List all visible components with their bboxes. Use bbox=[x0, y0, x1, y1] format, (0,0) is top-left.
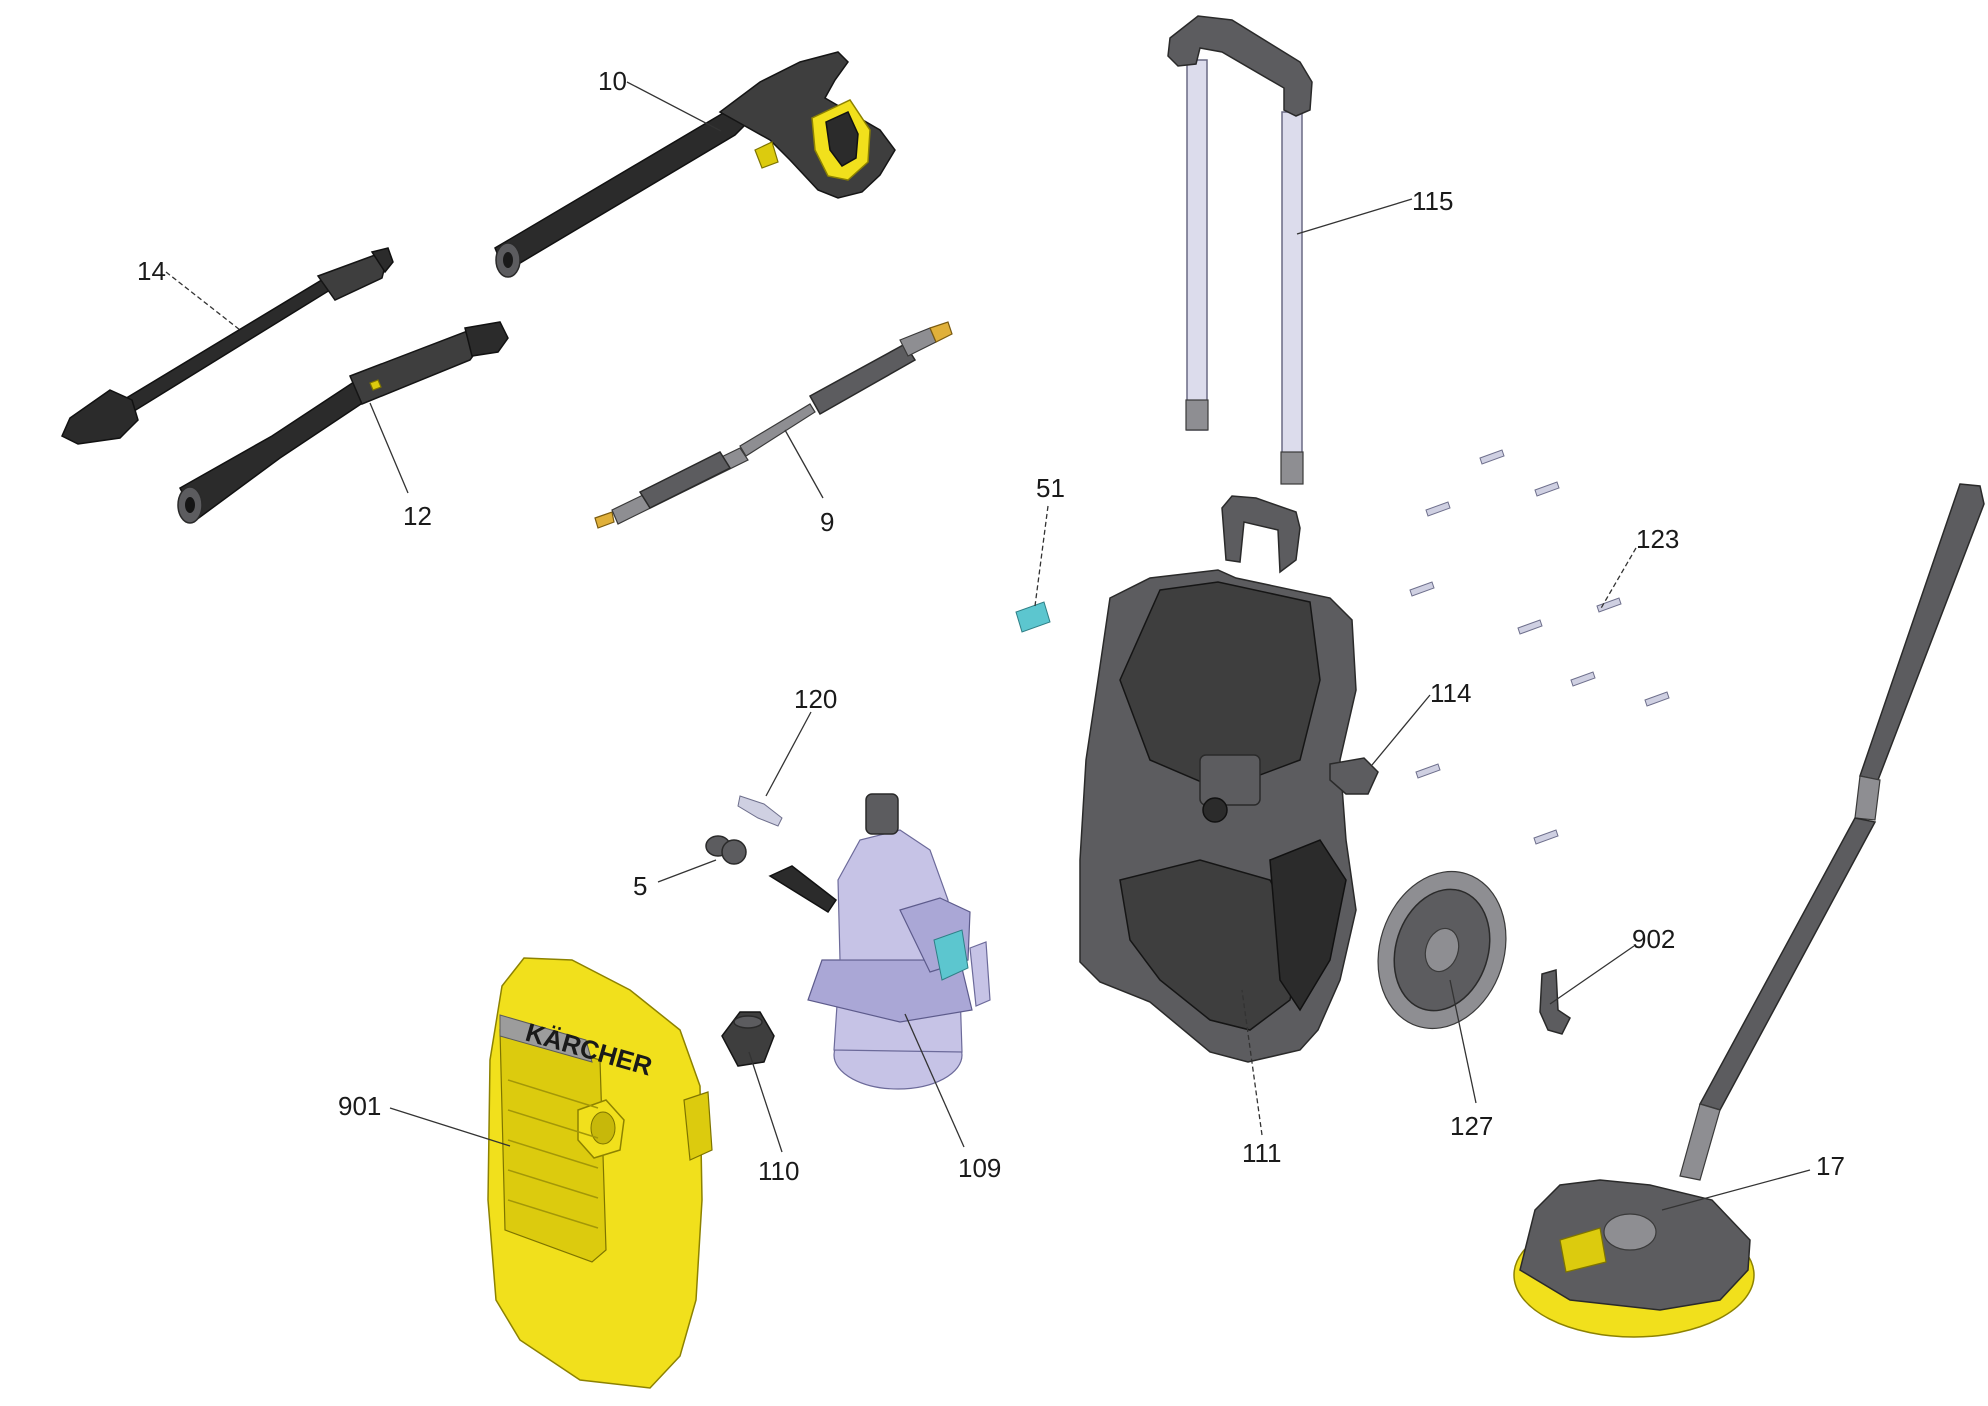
part-fitting bbox=[705, 835, 747, 865]
part-small-cover bbox=[1329, 757, 1379, 795]
callout-902: 902 bbox=[1632, 924, 1675, 954]
part-rotary-nozzle-lance bbox=[61, 247, 394, 445]
callout-labels: 10 14 12 9 115 51 123 120 114 5 902 901 … bbox=[137, 66, 1845, 1186]
callout-123: 123 bbox=[1636, 524, 1679, 554]
part-screws bbox=[1409, 449, 1670, 845]
callout-51: 51 bbox=[1036, 473, 1065, 503]
part-surface-cleaner bbox=[1513, 483, 1985, 1338]
callout-12: 12 bbox=[403, 501, 432, 531]
part-trigger-gun bbox=[494, 51, 896, 278]
callout-17: 17 bbox=[1816, 1151, 1845, 1181]
part-label-sticker bbox=[1015, 601, 1051, 633]
part-knob bbox=[721, 1011, 775, 1067]
part-main-housing bbox=[1079, 495, 1357, 1063]
part-valve-pin bbox=[737, 795, 783, 827]
part-telescopic-handle bbox=[1167, 15, 1313, 485]
callout-120: 120 bbox=[794, 684, 837, 714]
part-clip bbox=[1539, 969, 1571, 1035]
callout-111: 111 bbox=[1242, 1138, 1282, 1168]
part-reel-cover bbox=[1377, 870, 1507, 1030]
callout-14: 14 bbox=[137, 256, 166, 286]
part-front-cover: KÄRCHER bbox=[487, 957, 713, 1389]
callout-10: 10 bbox=[598, 66, 627, 96]
leader-lines bbox=[165, 81, 1811, 1211]
callout-901: 901 bbox=[338, 1091, 381, 1121]
callout-109: 109 bbox=[958, 1153, 1001, 1183]
callout-127: 127 bbox=[1450, 1111, 1493, 1141]
callout-110: 110 bbox=[758, 1156, 799, 1186]
callout-5: 5 bbox=[633, 871, 647, 901]
part-vario-lance bbox=[177, 321, 509, 524]
part-extension-tube bbox=[594, 321, 953, 529]
callout-114: 114 bbox=[1430, 678, 1471, 708]
part-pump-unit bbox=[768, 793, 991, 1090]
callout-9: 9 bbox=[820, 507, 834, 537]
callout-115: 115 bbox=[1412, 186, 1453, 216]
